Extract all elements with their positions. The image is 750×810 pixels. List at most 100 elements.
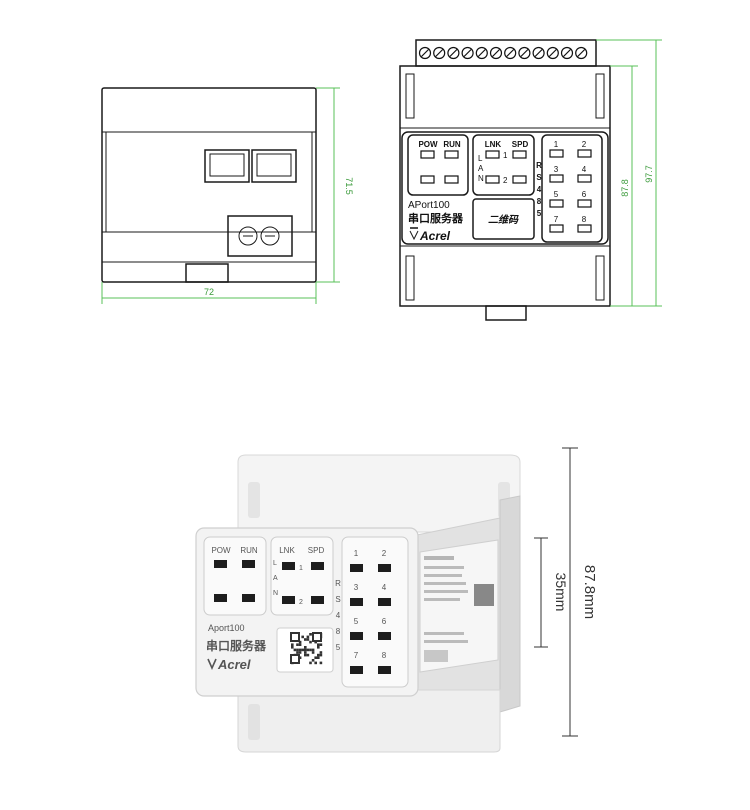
rear-height-dim: 71.5 xyxy=(344,177,354,195)
serial-led xyxy=(577,149,592,158)
photo-lan-port: 2 xyxy=(299,599,303,606)
photo-serial-led xyxy=(378,666,391,674)
photo-rs485-letter: R xyxy=(335,579,341,588)
lnk-label: LNK xyxy=(485,140,502,149)
lan-port-number: 2 xyxy=(503,176,508,185)
rail-clip xyxy=(485,305,527,321)
rs485-letter: S xyxy=(536,173,542,182)
photo-brand-name: Acrel xyxy=(217,657,251,672)
product-name: 串口服务器 xyxy=(408,211,464,225)
photo-nameplate xyxy=(419,539,499,673)
rs485-letter: R xyxy=(536,161,542,170)
photo-pow-led xyxy=(214,560,227,568)
rj45-port-right xyxy=(251,149,297,183)
photo-lan-letter: N xyxy=(273,590,278,597)
serial-port-number: 4 xyxy=(582,165,587,174)
photo-product-name: 串口服务器 xyxy=(206,638,267,653)
photo-serial-port-number: 7 xyxy=(354,651,359,660)
product-photo: POW RUN LNK SPD L A N 1 2 1 2 3 4 5 6 7 8 R S 4… xyxy=(195,447,598,753)
rs485-letter: 5 xyxy=(537,209,542,218)
photo-dim-35: 35mm xyxy=(553,573,569,612)
lan1-lnk-led xyxy=(485,150,500,159)
lan-letter: N xyxy=(478,174,484,183)
photo-serial-port-number: 2 xyxy=(382,549,387,558)
serial-port-number: 5 xyxy=(554,190,559,199)
rs485-letter: 4 xyxy=(537,185,542,194)
qr-code-box xyxy=(472,198,535,240)
lan-letter: A xyxy=(478,164,484,173)
front-view: POW RUN LNK SPD L A N 1 2 R S 4 8 5 1 2 3 4… xyxy=(399,39,662,321)
lan2-lnk-led xyxy=(485,175,500,184)
photo-serial-led xyxy=(350,666,363,674)
photo-serial-port-number: 1 xyxy=(354,549,359,558)
serial-led xyxy=(577,224,592,233)
photo-serial-led xyxy=(378,598,391,606)
photo-rs485-letter: S xyxy=(335,595,340,604)
photo-serial-port-number: 6 xyxy=(382,617,387,626)
run-label: RUN xyxy=(443,140,461,149)
photo-rs485-letter: 5 xyxy=(336,643,341,652)
serial-led-box xyxy=(541,134,603,243)
serial-led xyxy=(549,199,564,208)
lan-letter: L xyxy=(478,154,483,163)
brand-logo: Acrel xyxy=(409,227,451,243)
serial-led xyxy=(549,224,564,233)
model-label: APort100 xyxy=(408,200,450,211)
photo-pow-label: POW xyxy=(211,546,231,555)
photo-run-led xyxy=(242,560,255,568)
run-led xyxy=(444,150,459,159)
pow-led xyxy=(420,150,435,159)
photo-rs485-letter: 8 xyxy=(336,627,341,636)
serial-led xyxy=(549,174,564,183)
serial-led xyxy=(577,199,592,208)
serial-led xyxy=(577,174,592,183)
qr-label: 二维码 xyxy=(488,214,519,226)
pow-label: POW xyxy=(418,140,438,149)
photo-serial-port-number: 3 xyxy=(354,583,359,592)
lan1-spd-led xyxy=(512,150,527,159)
inner-height-dim: 87.8 xyxy=(620,179,630,197)
serial-port-number: 3 xyxy=(554,165,559,174)
spd-label: SPD xyxy=(512,140,529,149)
photo-lan-letter: A xyxy=(273,575,278,582)
rear-view: 71.5 72 xyxy=(101,87,354,304)
lan-led-box xyxy=(472,134,535,196)
front-panel xyxy=(401,131,609,245)
photo-serial-port-number: 4 xyxy=(382,583,387,592)
photo-dim-878: 87.8mm xyxy=(581,565,598,619)
photo-rs485-letter: 4 xyxy=(336,611,341,620)
status-led-box xyxy=(407,134,469,196)
brand-name: Acrel xyxy=(419,229,451,243)
photo-serial-led xyxy=(350,632,363,640)
photo-serial-led xyxy=(350,564,363,572)
photo-spd-label: SPD xyxy=(308,546,325,555)
outer-height-dim: 97.7 xyxy=(644,165,654,183)
serial-port-number: 8 xyxy=(582,215,587,224)
photo-serial-led xyxy=(350,598,363,606)
lan-port-number: 1 xyxy=(503,151,508,160)
rear-width-dim: 72 xyxy=(204,287,214,297)
photo-lan-letter: L xyxy=(273,560,277,567)
photo-lnk-label: LNK xyxy=(279,546,295,555)
serial-port-number: 2 xyxy=(582,140,587,149)
rear-housing xyxy=(101,87,317,283)
serial-port-number: 6 xyxy=(582,190,587,199)
photo-serial-led xyxy=(378,564,391,572)
photo-brand-logo: Acrel xyxy=(207,657,251,672)
serial-led xyxy=(549,149,564,158)
photo-model: Aport100 xyxy=(208,623,245,633)
serial-port-number: 1 xyxy=(554,140,559,149)
photo-lan-port: 1 xyxy=(299,565,303,572)
power-terminal xyxy=(227,215,293,257)
photo-serial-port-number: 8 xyxy=(382,651,387,660)
serial-port-number: 7 xyxy=(554,215,559,224)
photo-serial-led xyxy=(378,632,391,640)
photo-run-label: RUN xyxy=(240,546,258,555)
rs485-letter: 8 xyxy=(537,197,542,206)
rail-clip xyxy=(185,263,229,283)
rj45-port-left xyxy=(204,149,250,183)
front-housing xyxy=(399,65,611,307)
lan2-spd-led xyxy=(512,175,527,184)
photo-serial-port-number: 5 xyxy=(354,617,359,626)
